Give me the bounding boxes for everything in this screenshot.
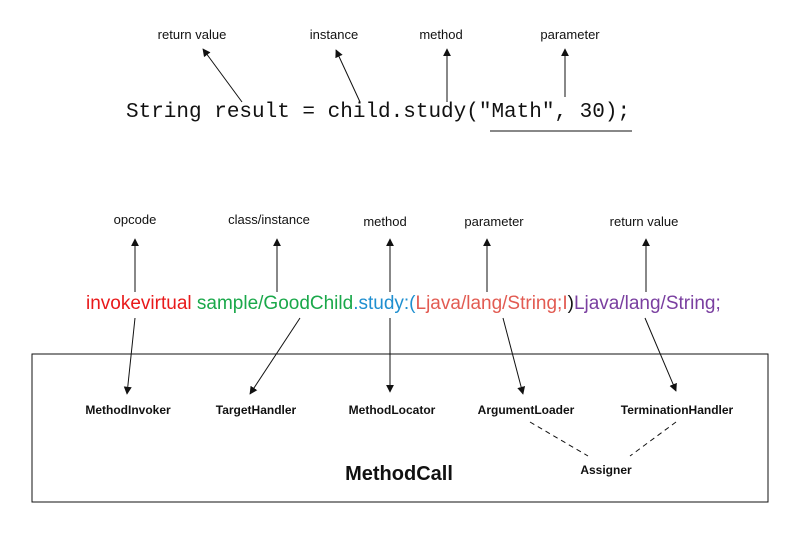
component-assigner: Assigner — [580, 463, 632, 477]
component-method-locator: MethodLocator — [348, 403, 436, 417]
arrow-to-termination-handler — [644, 317, 677, 392]
label-bc-return-value: return value — [609, 214, 679, 229]
label-bc-method: method — [363, 214, 407, 229]
component-termination-handler: TerminationHandler — [620, 403, 734, 417]
arrow-instance — [335, 49, 361, 103]
bytecode-colon-paren: :( — [403, 293, 416, 314]
label-class-instance: class/instance — [228, 212, 310, 227]
source-code-line: String result = child.study("Math", 30); — [126, 101, 631, 124]
dashed-argument-to-assigner — [529, 421, 589, 457]
arrow-to-target-handler — [249, 317, 301, 395]
bytecode-class: sample/GoodChild — [196, 293, 354, 314]
label-method: method — [419, 27, 463, 42]
method-call-title: MethodCall — [345, 463, 453, 485]
bytecode-return-type: Ljava/lang/String; — [573, 293, 721, 314]
arrow-to-argument-loader — [502, 317, 526, 395]
bytecode-method: study — [358, 293, 404, 314]
label-parameter: parameter — [540, 27, 600, 42]
bytecode-dot: . — [353, 293, 359, 314]
label-bc-parameter: parameter — [464, 214, 524, 229]
label-return-value: return value — [157, 27, 227, 42]
arrow-return-value — [202, 48, 243, 103]
label-opcode: opcode — [113, 212, 157, 227]
component-target-handler: TargetHandler — [215, 403, 297, 417]
bytecode-close-paren: ) — [567, 293, 574, 314]
bytecode-line: invokevirtual sample/GoodChild.study:(Lj… — [86, 294, 721, 313]
bytecode-opcode: invokevirtual — [86, 293, 192, 314]
dashed-termination-to-assigner — [629, 421, 677, 457]
component-method-invoker: MethodInvoker — [85, 403, 171, 417]
component-argument-loader: ArgumentLoader — [477, 403, 575, 417]
arrow-to-method-invoker — [123, 317, 136, 395]
method-call-box — [31, 353, 769, 503]
bytecode-params: Ljava/lang/String;I — [415, 293, 568, 314]
label-instance: instance — [309, 27, 359, 42]
